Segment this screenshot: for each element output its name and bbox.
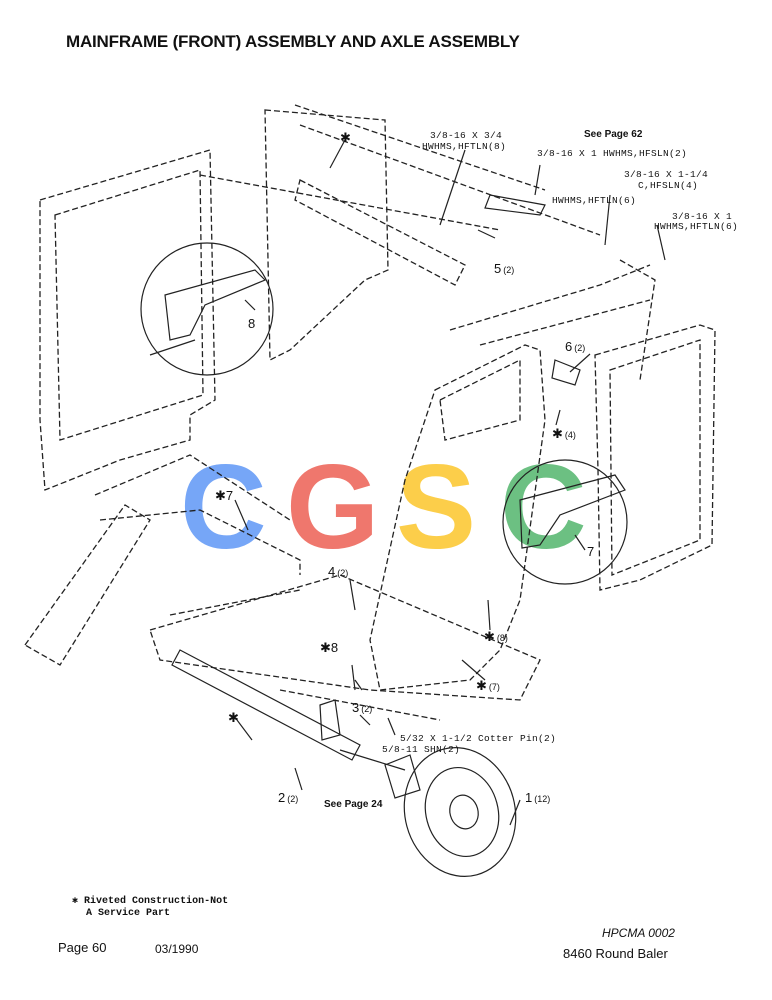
callout-bolt-1-hfsln: 3/8-16 X 1 HWHMS,HFSLN(2)	[537, 148, 687, 159]
watermark-letter-c1: C	[180, 440, 267, 574]
part-label-4: 4(2)	[328, 564, 348, 579]
footnote-line1: Riveted Construction-Not	[84, 896, 229, 907]
callout-cotter-pin: 5/32 X 1-1/2 Cotter Pin(2)	[400, 733, 556, 744]
axle-tube	[171, 649, 361, 761]
product-name: 8460 Round Baler	[563, 946, 668, 961]
part-label-7-lower: ✱(7)	[476, 678, 500, 693]
part-label-7-star: ✱7	[215, 488, 233, 503]
center-front-frame	[369, 344, 546, 691]
axle-frame	[149, 574, 541, 701]
callout-bolt-1-line2: HWHMS,HFTLN(6)	[654, 221, 738, 232]
callout-bolt-34-line1: 3/8-16 X 3/4	[430, 130, 502, 141]
see-page-62: See Page 62	[584, 129, 643, 140]
footnote: ✱ Riveted Construction-Not A Service Par…	[72, 896, 228, 920]
star-axle: ✱	[228, 710, 239, 725]
callout-bolt-114-line2: C,HFSLN(4)	[638, 180, 698, 191]
right-side-panel	[594, 324, 716, 591]
footnote-line2: A Service Part	[86, 908, 171, 919]
watermark-letter-s: S	[396, 440, 476, 574]
callout-shn: 5/8-11 SHN(2)	[382, 744, 460, 755]
left-side-panel	[39, 149, 216, 491]
rear-upper-panel	[264, 109, 389, 362]
part-label-8-left: 8	[248, 316, 255, 331]
part-label-6: 6(2)	[565, 339, 585, 354]
part-label-2: 2(2)	[278, 790, 298, 805]
part-label-8-star: ✱8	[320, 640, 338, 655]
footnote-symbol: ✱	[72, 896, 79, 907]
document-code: HPCMA 0002	[602, 926, 675, 940]
page-title: MAINFRAME (FRONT) ASSEMBLY AND AXLE ASSE…	[66, 32, 520, 51]
callout-bolt-1-line1: 3/8-16 X 1	[672, 211, 732, 222]
see-page-24: See Page 24	[324, 799, 383, 810]
dashed-frame-lines	[24, 104, 716, 721]
part-label-3: 3(2)	[352, 700, 372, 715]
tongue	[24, 504, 151, 666]
callout-bolt-114-line1: 3/8-16 X 1-1/4	[624, 169, 708, 180]
part-label-1: 1(12)	[525, 790, 550, 805]
watermark-letter-c2: C	[500, 440, 587, 574]
page-number: Page 60	[58, 940, 107, 955]
cgsc-watermark: C G S C	[180, 440, 587, 574]
revision-date: 03/1990	[155, 942, 199, 956]
top-crossbeam	[294, 179, 466, 286]
star-top: ✱	[340, 130, 351, 145]
part-label-5: 5(2)	[494, 261, 514, 276]
callout-hwhms-6: HWHMS,HFTLN(6)	[552, 195, 636, 206]
callout-bolt-34-line2: HWHMS,HFTLN(8)	[422, 141, 506, 152]
watermark-letter-g: G	[286, 440, 379, 574]
detail-circle-right	[502, 459, 628, 585]
solid-part-lines	[140, 139, 666, 877]
star-label-4: ✱(4)	[552, 426, 576, 441]
detail-circle-left	[140, 242, 274, 376]
part-label-8-lower: ✱(8)	[484, 629, 508, 644]
wheel-tire	[403, 747, 517, 877]
part-label-7-right: 7	[587, 544, 594, 559]
